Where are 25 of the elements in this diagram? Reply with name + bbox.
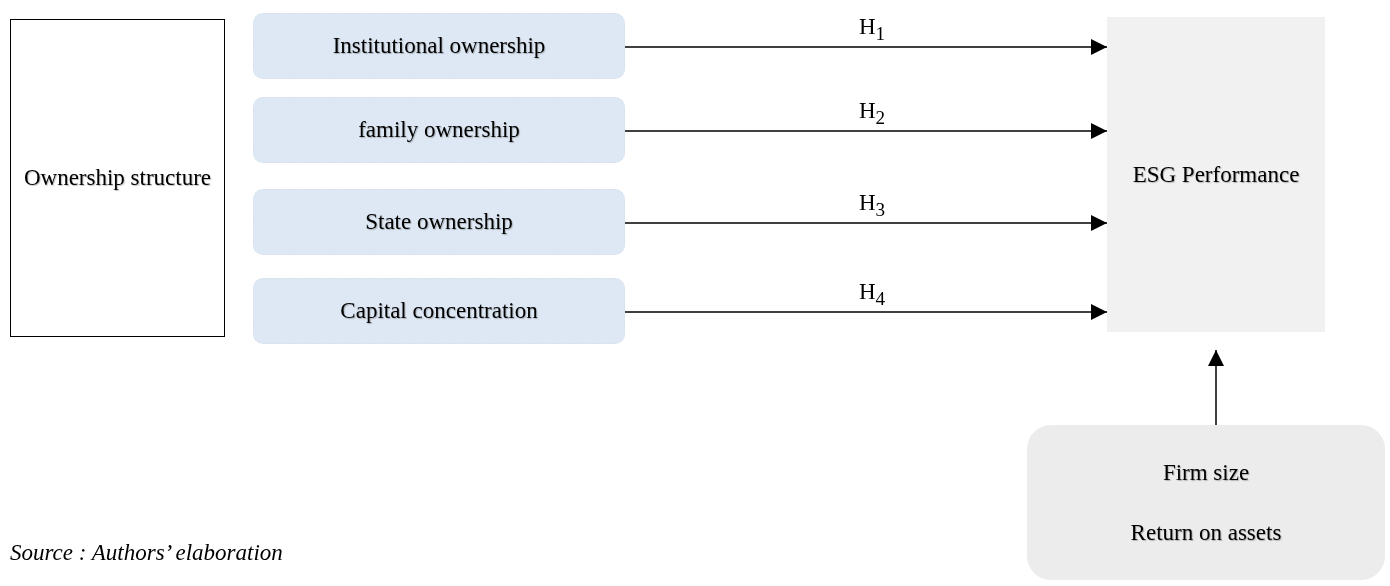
node-text: family ownership [358, 117, 520, 143]
node-text: Institutional ownership [332, 33, 546, 59]
node-text: Return on assets [1130, 519, 1282, 546]
node-text: Firm size [1162, 459, 1250, 486]
arrow [624, 39, 1108, 55]
node-text: Capital concentration [340, 298, 538, 324]
arrow [1208, 349, 1224, 426]
group-box [10, 19, 225, 337]
outcome-box [1107, 17, 1325, 332]
arrow [624, 123, 1108, 139]
node-text: ESG Performance [1132, 160, 1300, 189]
edge-label: H$_{4}$ [858, 280, 886, 308]
arrow [624, 304, 1108, 320]
variable-box [253, 278, 625, 344]
edge-label: H$_{3}$ [858, 191, 886, 219]
variable-box [253, 97, 625, 163]
control-box [1027, 425, 1385, 580]
edge-label: H$_{2}$ [858, 99, 886, 127]
variable-box [253, 13, 625, 79]
node-text: State ownership [365, 209, 513, 235]
variable-box [253, 189, 625, 255]
caption: Source : Authors’ elaboration [10, 540, 283, 566]
arrow [624, 215, 1108, 231]
edge-label: H$_{1}$ [858, 15, 886, 43]
node-text: Ownership structure [23, 164, 212, 192]
